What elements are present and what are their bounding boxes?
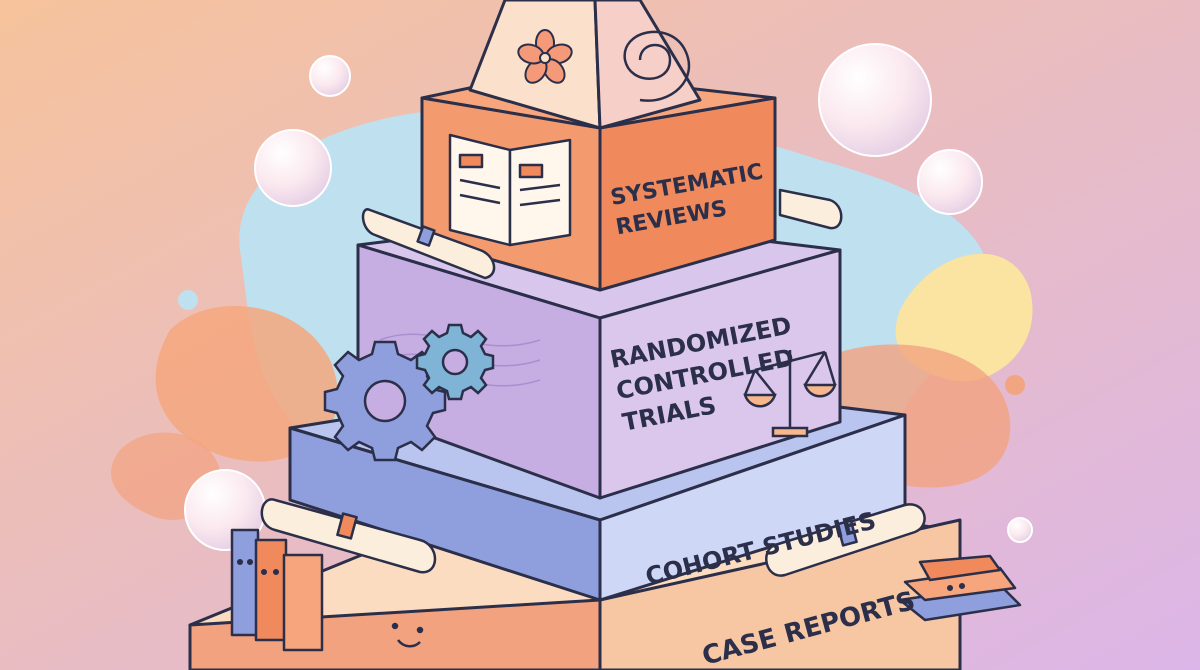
smiley-icon (391, 622, 424, 648)
bubble (1007, 517, 1033, 543)
scroll-icon (260, 498, 437, 574)
bubble (917, 149, 983, 215)
balance-scale-icon (743, 350, 837, 438)
scroll-icon (361, 208, 496, 280)
tier-left-face (188, 598, 602, 670)
tier-side-face (598, 96, 777, 292)
bubble (178, 290, 198, 310)
cherry-blossom-icon (517, 29, 573, 84)
tier-label-randomized-controlled-trials: Randomized Controlled Trials (608, 310, 814, 437)
books-icon (898, 554, 1022, 622)
books-icon (230, 528, 324, 652)
bubble (1005, 375, 1025, 395)
bubble (818, 43, 932, 157)
gear-icon (415, 323, 495, 401)
bubbles (178, 43, 1033, 551)
open-book-icon (448, 133, 572, 247)
bubble (309, 55, 351, 97)
scroll-icon (765, 503, 926, 577)
scroll-icon (778, 188, 843, 230)
bubble (254, 129, 332, 207)
swirl-icon (623, 30, 691, 102)
orange-blob (155, 306, 338, 462)
apex-right-face (593, 0, 702, 130)
